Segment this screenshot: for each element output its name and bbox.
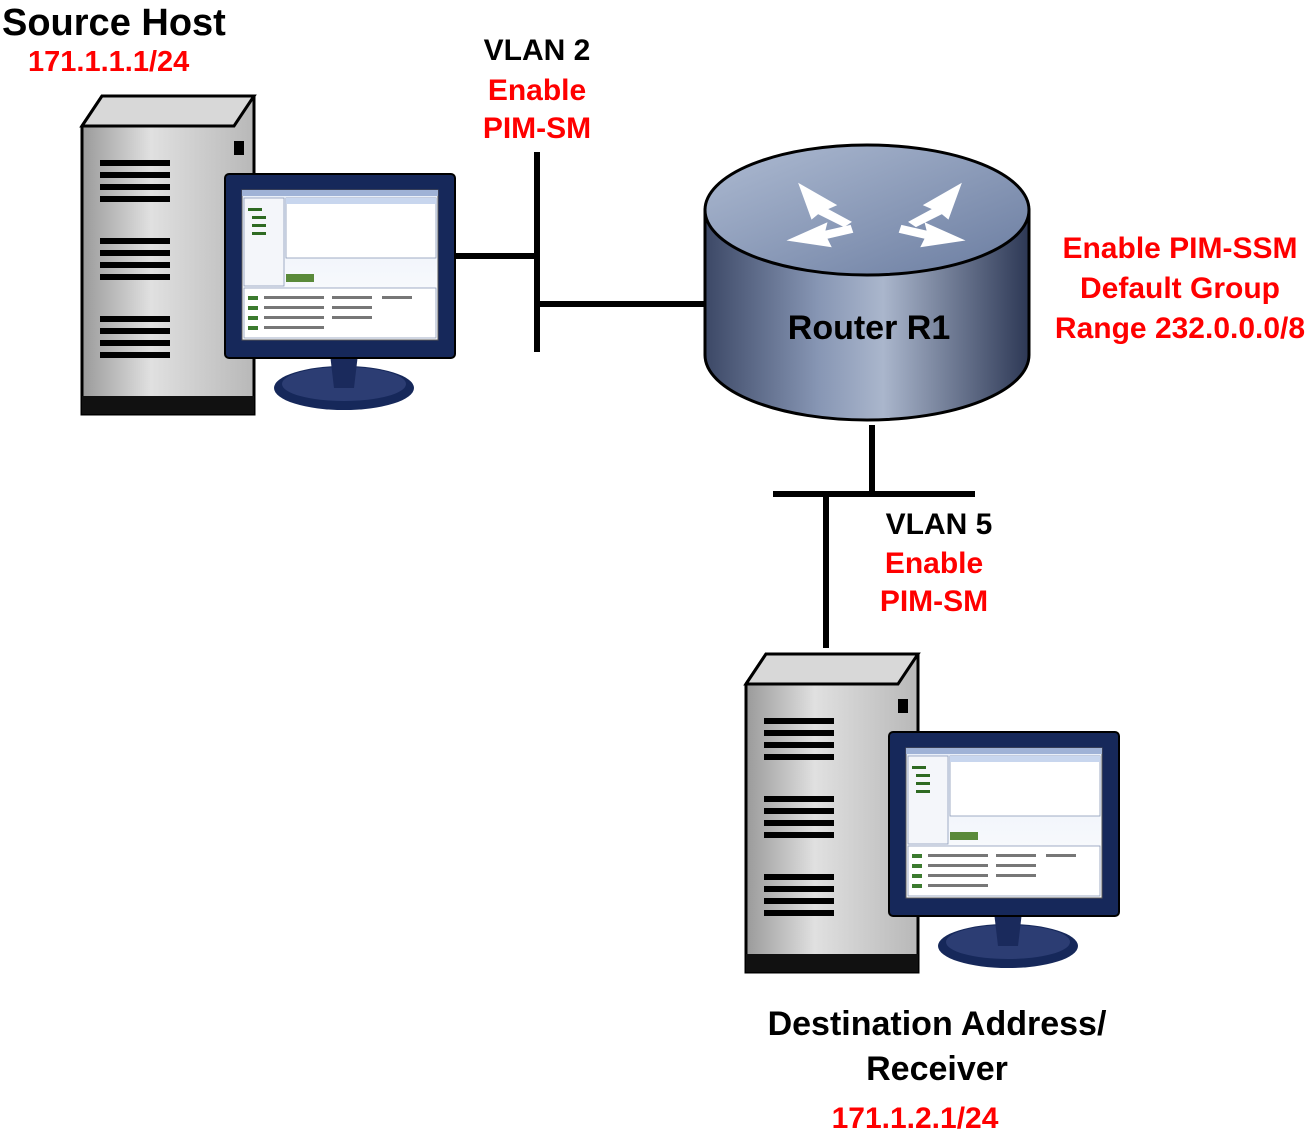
router-note-line1: Enable PIM-SSM <box>1062 232 1298 265</box>
destination-workstation <box>744 652 1121 974</box>
router-note-line3: Range 232.0.0.0/8 <box>1054 312 1306 345</box>
router-name: Router R1 <box>787 309 951 347</box>
router-note-line2: Default Group <box>1080 272 1280 305</box>
router-icon <box>703 143 1031 422</box>
source-host-workstation <box>80 94 457 416</box>
vlan2-pim-label: PIM-SM <box>482 112 592 145</box>
vlan5-pim-label: PIM-SM <box>879 585 989 618</box>
source-host-title: Source Host <box>2 2 226 44</box>
vlan5-label: VLAN 5 <box>885 508 993 541</box>
network-links <box>452 152 975 648</box>
source-host-ip: 171.1.1.1/24 <box>28 46 190 78</box>
vlan2-label: VLAN 2 <box>483 34 591 67</box>
destination-title-line2: Receiver <box>866 1050 1008 1088</box>
vlan2-enable-label: Enable <box>487 74 587 107</box>
destination-ip: 171.1.2.1/24 <box>831 1102 999 1135</box>
vlan5-enable-label: Enable <box>884 547 984 580</box>
destination-title-line1: Destination Address/ <box>767 1005 1107 1043</box>
